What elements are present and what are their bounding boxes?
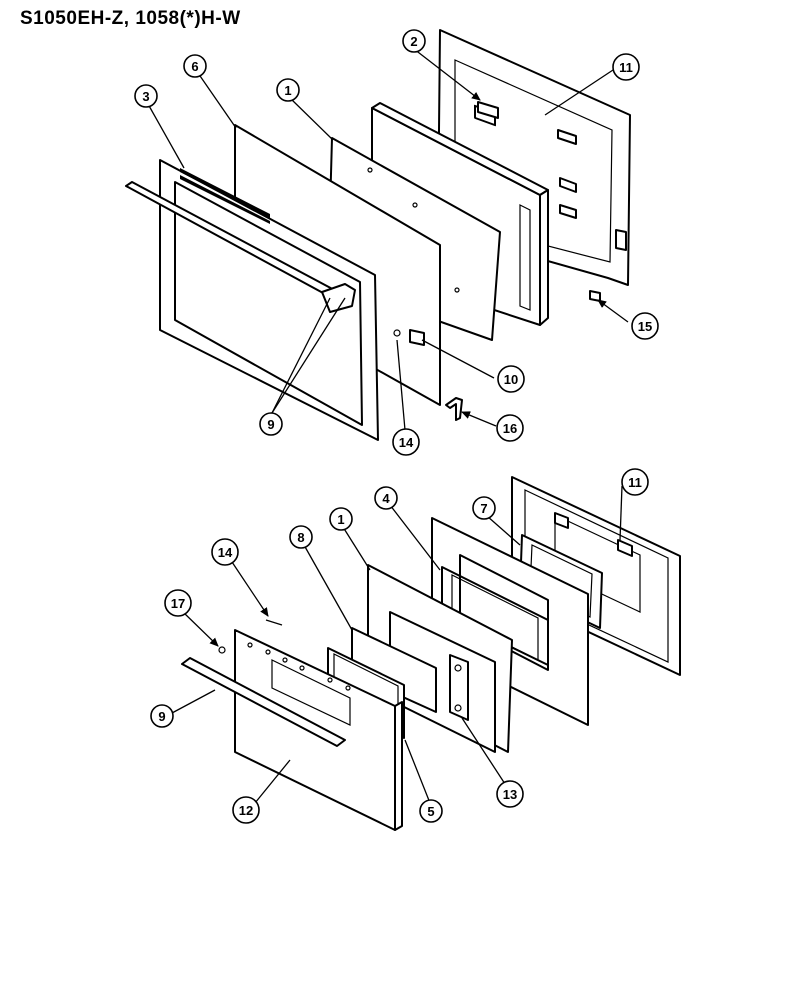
part-14-screw	[393, 329, 401, 337]
callout-2-label: 2	[410, 34, 417, 49]
callout-4-label: 4	[382, 491, 390, 506]
callout-1-bottom: 1	[329, 507, 353, 531]
part-9-handle-lower	[181, 657, 346, 747]
callout-13: 13	[496, 780, 524, 808]
callout-11-top-label: 11	[619, 60, 633, 75]
callout-14-top-label: 14	[399, 435, 414, 450]
callout-10: 10	[497, 365, 525, 393]
callout-5-label: 5	[427, 804, 434, 819]
callout-3: 3	[134, 84, 158, 108]
callout-1-bottom-label: 1	[337, 512, 344, 527]
callout-9-top: 9	[259, 412, 283, 436]
callout-14-bottom: 14	[211, 538, 239, 566]
callout-1-top-label: 1	[284, 83, 291, 98]
callout-1-top: 1	[276, 78, 300, 102]
callout-4: 4	[374, 486, 398, 510]
callout-17: 17	[164, 589, 192, 617]
top-assembly	[125, 29, 631, 441]
callout-6: 6	[183, 54, 207, 78]
callout-7: 7	[472, 496, 496, 520]
callout-5: 5	[419, 799, 443, 823]
callout-17-label: 17	[171, 596, 185, 611]
part-15-clip	[589, 290, 601, 302]
part-17-screw	[218, 646, 226, 654]
callout-15-label: 15	[638, 319, 652, 334]
callout-7-label: 7	[480, 501, 487, 516]
callout-2: 2	[402, 29, 426, 53]
callout-16: 16	[496, 414, 524, 442]
bottom-assembly	[171, 476, 681, 831]
callout-9-bottom-label: 9	[158, 709, 165, 724]
part-10-pad	[409, 329, 425, 346]
callout-11-bottom: 11	[621, 468, 649, 496]
callout-16-label: 16	[503, 421, 517, 436]
callout-12: 12	[232, 796, 260, 824]
callout-10-label: 10	[504, 372, 518, 387]
callout-6-label: 6	[191, 59, 198, 74]
callout-14-top: 14	[392, 428, 420, 456]
callout-8: 8	[289, 525, 313, 549]
callout-12-label: 12	[239, 803, 253, 818]
callout-14-bottom-label: 14	[218, 545, 233, 560]
diagram-title: S1050EH-Z, 1058(*)H-W	[20, 8, 241, 29]
callout-9-bottom: 9	[150, 704, 174, 728]
callout-15: 15	[631, 312, 659, 340]
callout-9-top-label: 9	[267, 417, 274, 432]
part-14-screw-lower	[265, 619, 283, 626]
callout-11-bottom-label: 11	[628, 475, 642, 490]
callout-13-label: 13	[503, 787, 517, 802]
part-16-bracket	[445, 397, 463, 421]
callout-8-label: 8	[297, 530, 304, 545]
part-9-handle	[125, 181, 356, 313]
callout-3-label: 3	[142, 89, 149, 104]
callout-11-top: 11	[612, 53, 640, 81]
